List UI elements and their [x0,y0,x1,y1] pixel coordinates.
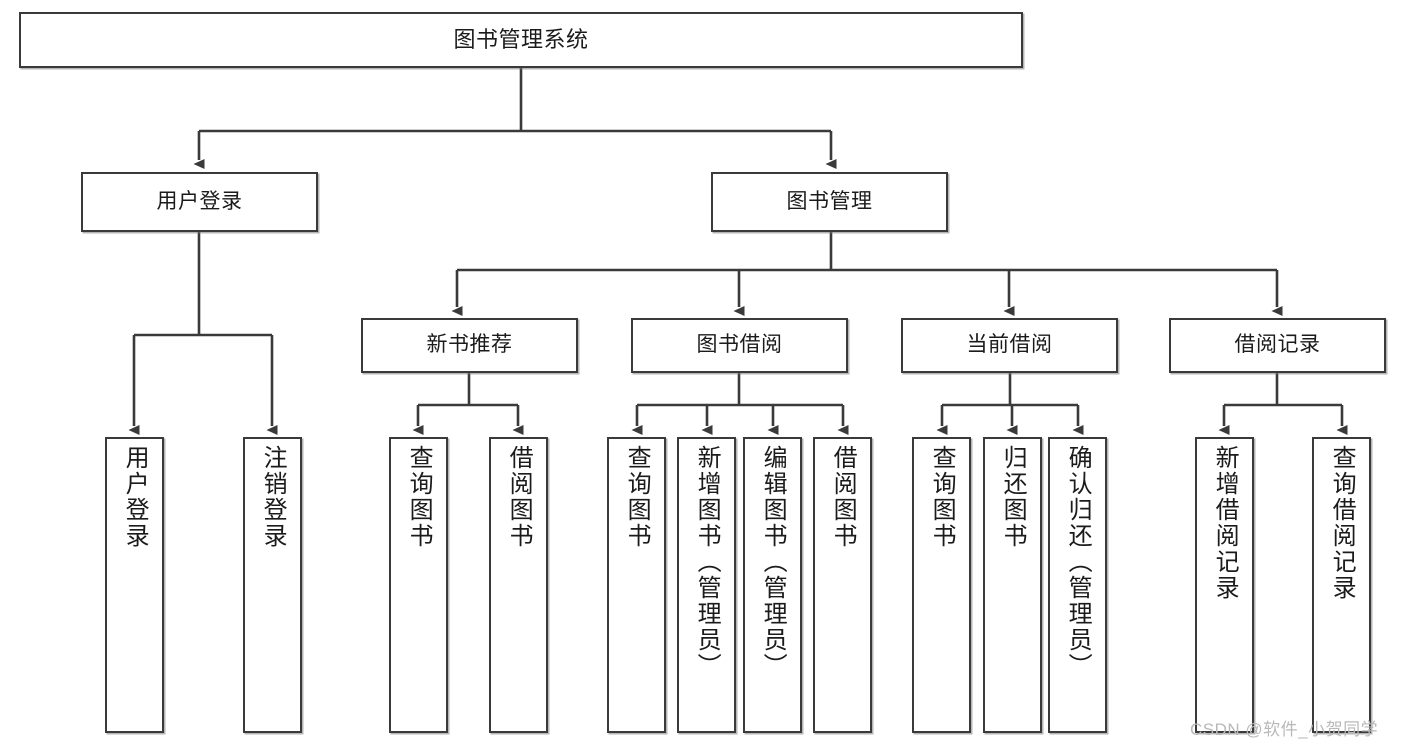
node-leaf-add-borrow-record[interactable]: 新增借阅记录 [1195,437,1254,733]
node-label: 当前借阅 [966,333,1053,357]
node-label: 查询图书 [623,445,651,549]
node-leaf-query-book-3[interactable]: 查询图书 [912,437,971,733]
node-leaf-borrow-book-1[interactable]: 借阅图书 [489,437,548,733]
node-label: 查询图书 [928,445,956,549]
node-leaf-borrow-book-2[interactable]: 借阅图书 [813,437,872,733]
node-user-login[interactable]: 用户登录 [81,172,318,232]
node-book-manage[interactable]: 图书管理 [711,172,948,232]
node-label: 归还图书 [999,445,1027,549]
node-label: 确认归还（管理员） [1064,445,1092,679]
node-label: 图书借阅 [696,333,783,357]
node-label: 注销登录 [259,445,287,549]
node-label: 查询图书 [405,445,433,549]
node-label: 新书推荐 [426,333,513,357]
node-label: 新增图书（管理员） [693,445,721,679]
node-label: 图书管理系统 [453,27,589,53]
node-leaf-query-book-2[interactable]: 查询图书 [607,437,666,733]
node-label: 借阅图书 [505,445,533,549]
node-label: 编辑图书（管理员） [759,445,787,679]
node-leaf-return-book[interactable]: 归还图书 [983,437,1042,733]
node-new-book-recommend[interactable]: 新书推荐 [361,318,578,373]
node-current-borrow[interactable]: 当前借阅 [901,318,1118,373]
node-leaf-add-book[interactable]: 新增图书（管理员） [677,437,736,733]
node-leaf-user-login[interactable]: 用户登录 [105,437,164,733]
node-leaf-edit-book[interactable]: 编辑图书（管理员） [743,437,802,733]
node-label: 借阅图书 [829,445,857,549]
node-leaf-logout-login[interactable]: 注销登录 [243,437,302,733]
node-label: 用户登录 [156,189,243,213]
node-leaf-query-book-1[interactable]: 查询图书 [389,437,448,733]
node-label: 图书管理 [786,189,873,213]
node-leaf-query-borrow-record[interactable]: 查询借阅记录 [1312,437,1371,733]
node-label: 新增借阅记录 [1211,445,1239,601]
node-label: 用户登录 [121,445,149,549]
node-leaf-confirm-return[interactable]: 确认归还（管理员） [1048,437,1107,733]
node-root-system[interactable]: 图书管理系统 [19,12,1023,68]
node-label: 借阅记录 [1234,333,1321,357]
csdn-watermark: CSDN @软件_小贺同学 [1190,720,1379,739]
node-book-borrow[interactable]: 图书借阅 [631,318,848,373]
node-label: 查询借阅记录 [1328,445,1356,601]
node-borrow-record[interactable]: 借阅记录 [1169,318,1386,373]
